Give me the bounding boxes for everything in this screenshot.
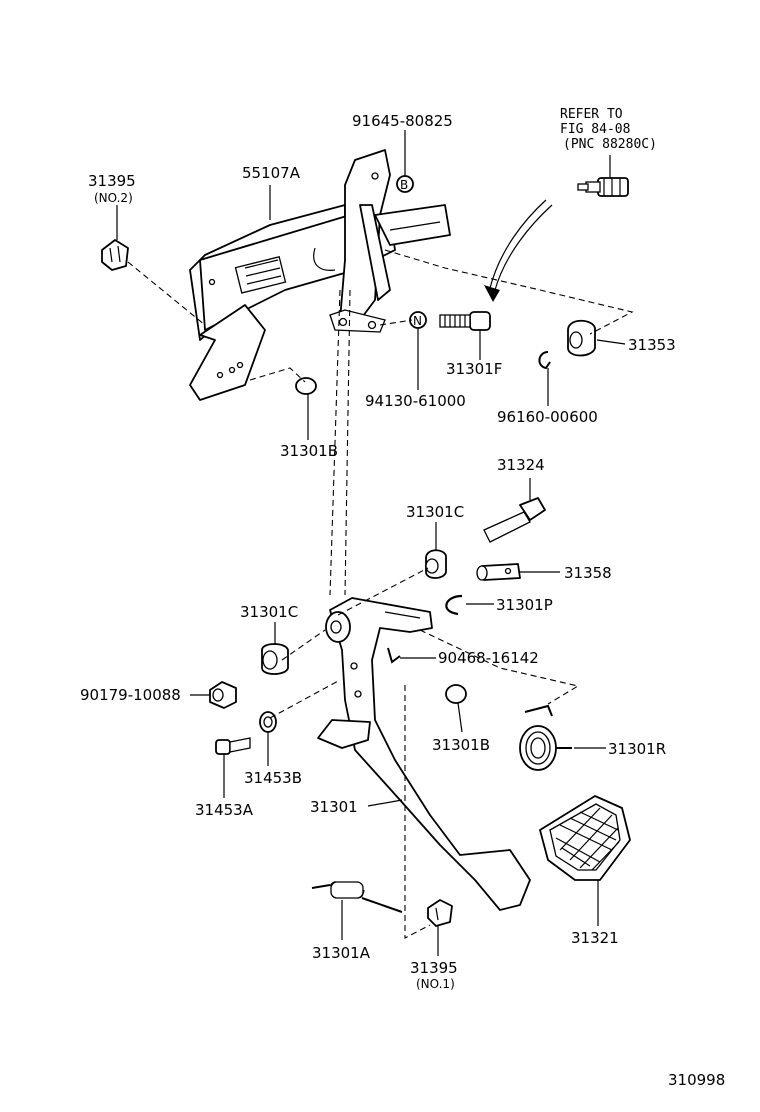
clip-31395-no2 — [101, 239, 129, 271]
label-31453b: 31453B — [244, 769, 302, 787]
label-55107a: 55107A — [242, 164, 301, 182]
clip-90468 — [387, 647, 401, 664]
stopper-31301b-top — [295, 377, 317, 395]
label-31321: 31321 — [571, 929, 619, 947]
label-31301r: 31301R — [608, 740, 666, 758]
label-31395-no1: 31395 — [410, 959, 458, 977]
label-31301c-right: 31301C — [406, 503, 464, 521]
label-31301c-left: 31301C — [240, 603, 298, 621]
label-96160: 96160-00600 — [497, 408, 598, 426]
label-31358: 31358 — [564, 564, 612, 582]
spring-31301a — [311, 881, 403, 913]
nut-31453b — [259, 711, 277, 733]
assembly-lines — [127, 249, 634, 939]
label-31453a: 31453A — [195, 801, 254, 819]
marker-b: B — [396, 175, 414, 193]
clip-31395-no1 — [427, 899, 453, 927]
svg-text:B: B — [400, 178, 408, 192]
label-refer-line3: (PNC 88280C) — [563, 137, 657, 152]
pin-31358 — [476, 563, 521, 581]
label-90468: 90468-16142 — [438, 649, 539, 667]
bushing-31353 — [567, 319, 596, 357]
label-refer-line1: REFER TO — [560, 107, 623, 122]
reference-arrow — [484, 199, 553, 302]
label-31395-no1-sub: (NO.1) — [416, 977, 455, 991]
label-94130: 94130-61000 — [365, 392, 466, 410]
label-31301b-mid: 31301B — [432, 736, 490, 754]
label-31395-no2: 31395 — [88, 172, 136, 190]
label-91645: 91645-80825 — [352, 112, 453, 130]
svg-text:N: N — [413, 314, 422, 328]
stop-lamp-switch — [577, 177, 629, 197]
stopper-31301b-mid — [445, 684, 467, 704]
return-spring-31301r — [519, 704, 572, 771]
clip-96160 — [538, 351, 551, 370]
label-31301: 31301 — [310, 798, 358, 816]
label-31301f: 31301F — [446, 360, 502, 378]
nut-90179 — [209, 681, 237, 709]
label-90179: 90179-10088 — [80, 686, 181, 704]
marker-n: N — [409, 311, 427, 329]
label-31353: 31353 — [628, 336, 676, 354]
label-31301b-top: 31301B — [280, 442, 338, 460]
label-31324: 31324 — [497, 456, 545, 474]
bolt-31324 — [483, 497, 546, 543]
bushing-31301c-left — [261, 643, 289, 675]
part-labels: 31395 (NO.2) 55107A 91645-80825 REFER TO… — [80, 107, 725, 1089]
figure-number: 310998 — [668, 1071, 725, 1089]
leader-lines — [116, 130, 626, 956]
bolt-31453a — [215, 737, 251, 755]
clip-31301p — [445, 594, 463, 616]
brake-pedal-arm-31301 — [317, 597, 531, 911]
label-31301a: 31301A — [312, 944, 371, 962]
pedal-bracket-55107a — [189, 149, 451, 401]
bushing-31301c-right — [425, 549, 447, 579]
label-31395-no2-sub: (NO.2) — [94, 191, 133, 205]
bolt-31301f — [439, 311, 491, 331]
pedal-pad-31321 — [539, 795, 631, 881]
label-31301p: 31301P — [496, 596, 553, 614]
label-refer-line2: FIG 84-08 — [560, 122, 630, 137]
